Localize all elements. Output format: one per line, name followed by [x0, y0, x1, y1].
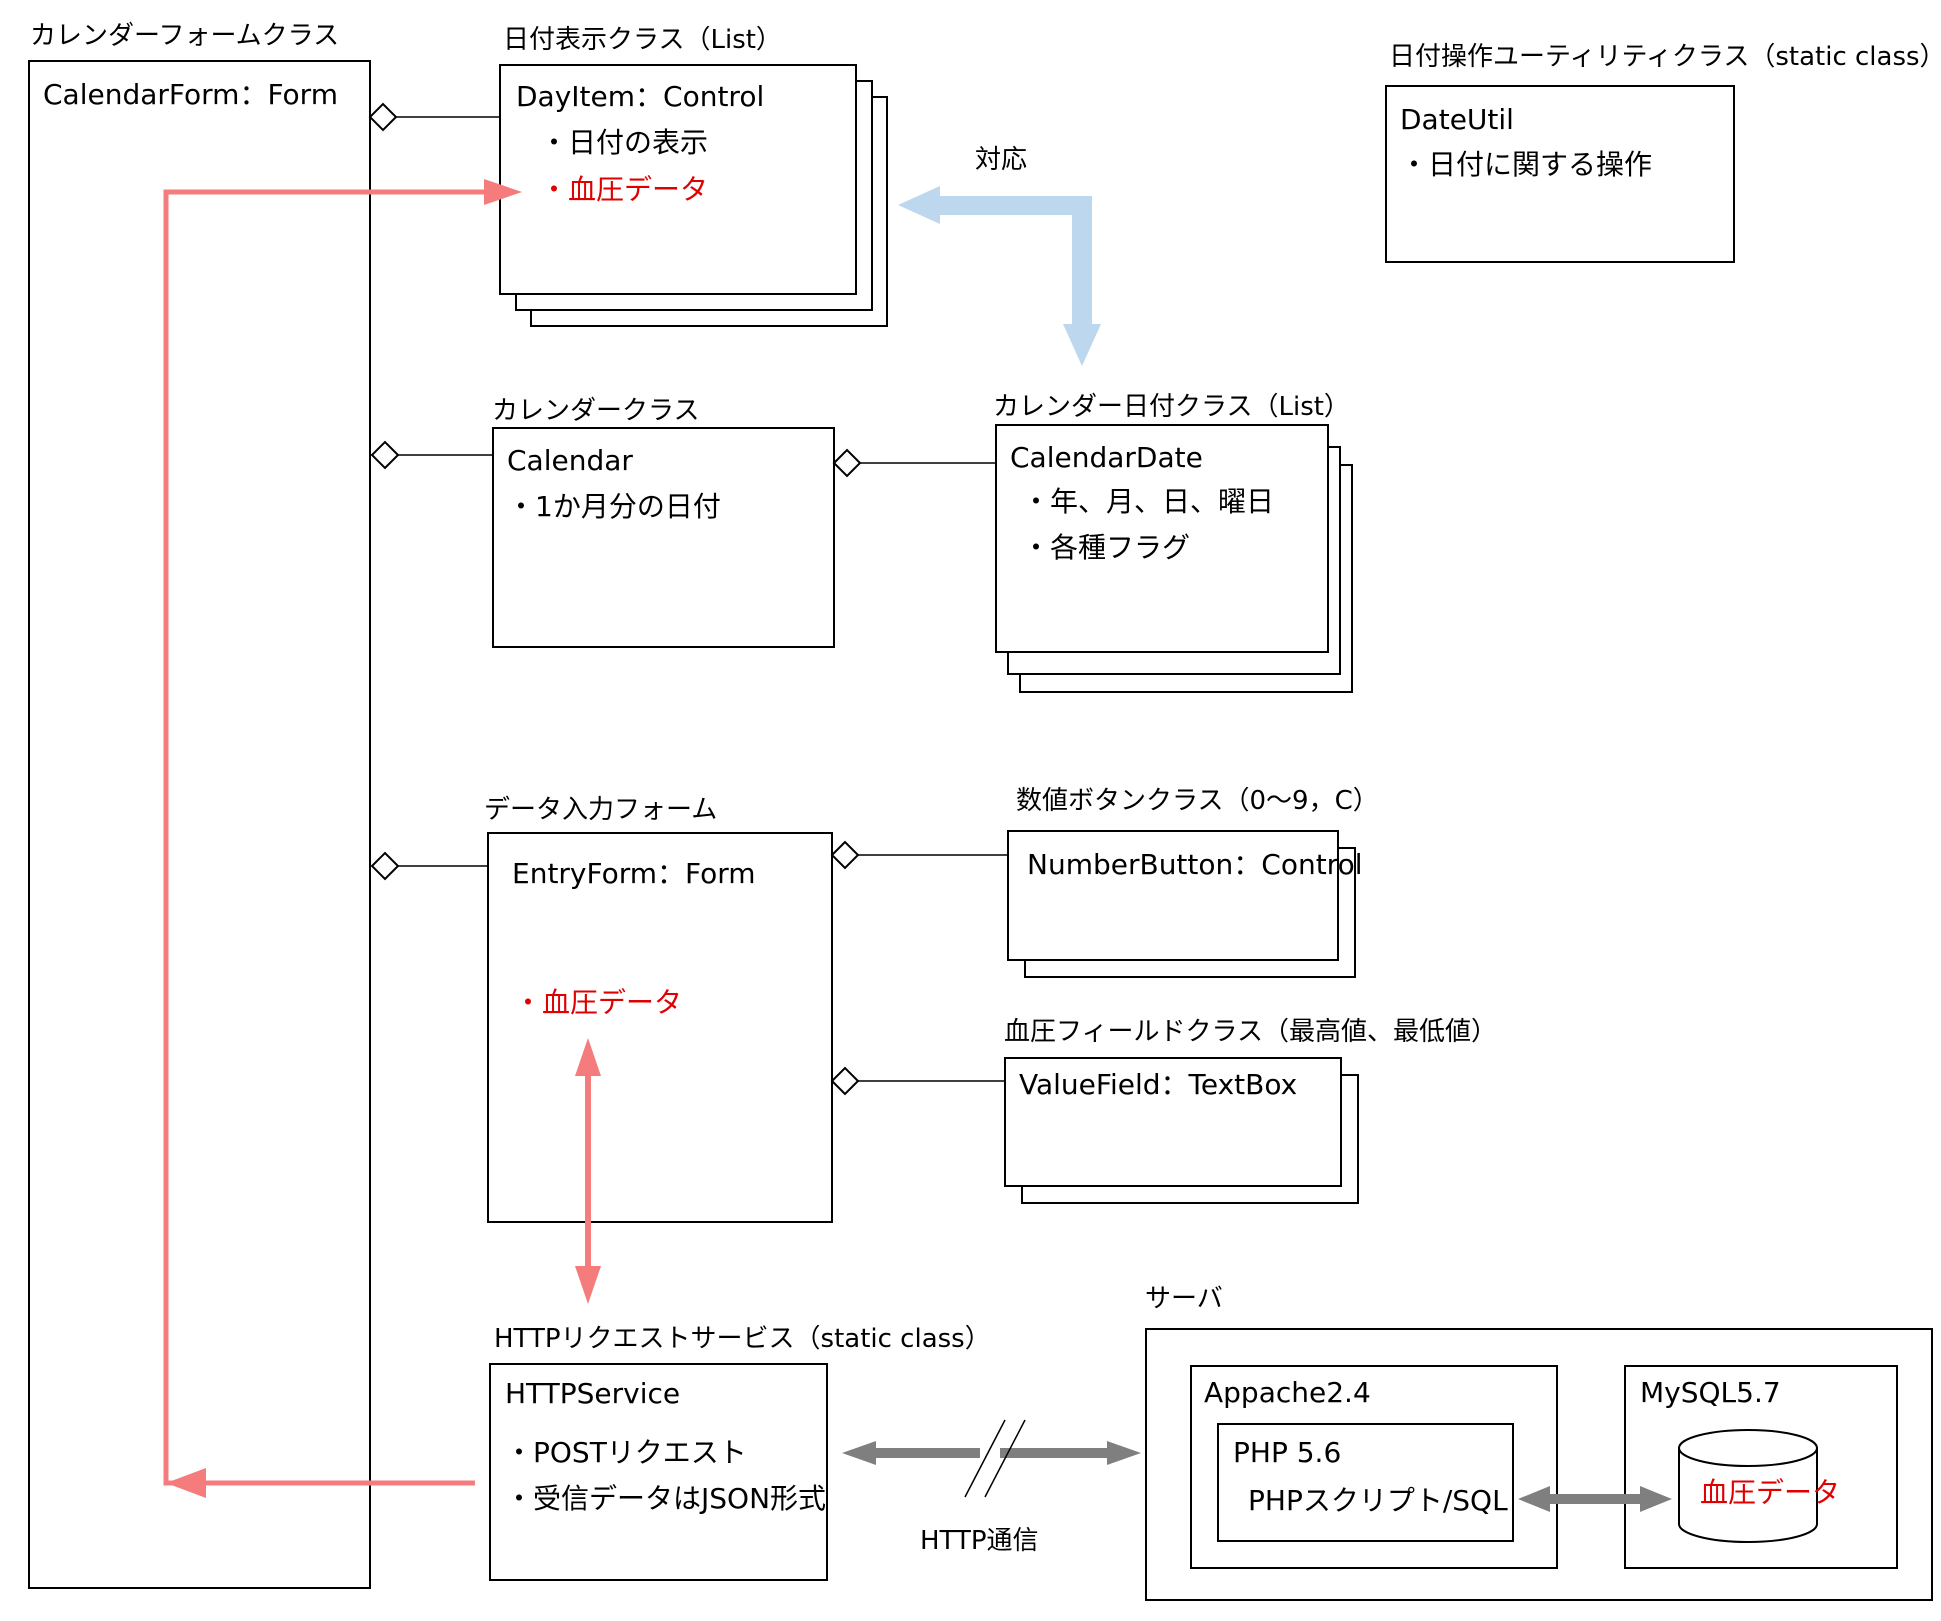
number-button-class: 数値ボタンクラス（0～9，C） NumberButton：Control [1007, 786, 1379, 978]
aggregation-number-button [830, 840, 1008, 870]
blood-pressure-flow-arrow [163, 179, 522, 1498]
calendar-date-member-2: ・各種フラグ [1022, 531, 1190, 564]
server-caption: サーバ [1145, 1284, 1223, 1314]
entry-form-red-member: ・血圧データ [514, 986, 682, 1019]
http-service-member-2: ・受信データはJSON形式 [505, 1482, 826, 1515]
day-item-member: ・日付の表示 [540, 126, 708, 159]
date-util-member: ・日付に関する操作 [1400, 148, 1652, 181]
day-item-box [499, 64, 857, 295]
calendar-date-box [995, 424, 1329, 653]
value-field-caption: 血圧フィールドクラス（最高値、最低値） [1004, 1017, 1497, 1047]
calendar-box [492, 427, 835, 648]
aggregation-value-field [830, 1066, 1005, 1096]
number-button-caption: 数値ボタンクラス（0～9，C） [1016, 786, 1379, 816]
http-communication-label: HTTP通信 [920, 1526, 1039, 1556]
mysql-label: MySQL5.7 [1640, 1376, 1781, 1409]
calendar-name: Calendar [507, 444, 633, 477]
entry-http-double-arrow [575, 1038, 601, 1304]
entry-form-caption: データ入力フォーム [484, 795, 717, 825]
network-break-icon [964, 1419, 1026, 1498]
server-group: サーバ Appache2.4 PHP 5.6 PHPスクリプト/SQL MySQ… [1145, 1284, 1933, 1601]
php-mysql-arrow [1518, 1486, 1672, 1512]
calendar-class: カレンダークラス Calendar ・1か月分の日付 [492, 396, 835, 648]
calendar-form-box [28, 60, 371, 1589]
entry-form-class: データ入力フォーム EntryForm：Form ・血圧データ [484, 795, 833, 1223]
aggregation-entry-form [370, 851, 488, 881]
calendar-date-caption: カレンダー日付クラス（List） [993, 392, 1350, 422]
http-service-member-1: ・POSTリクエスト [505, 1436, 747, 1469]
php-version-label: PHP 5.6 [1233, 1436, 1341, 1469]
entry-form-name: EntryForm：Form [512, 857, 756, 890]
day-item-red-member: ・血圧データ [540, 173, 708, 206]
aggregation-calendar-date [832, 448, 996, 478]
entry-form-box [487, 832, 833, 1223]
value-field-class: 血圧フィールドクラス（最高値、最低値） ValueField：TextBox [1004, 1017, 1497, 1204]
calendar-date-class: カレンダー日付クラス（List） CalendarDate ・年、月、日、曜日 … [993, 392, 1353, 693]
day-item-class: 日付表示クラス（List） DayItem：Control ・日付の表示 ・血圧… [499, 25, 888, 327]
aggregation-calendar [370, 440, 493, 470]
number-button-box [1007, 830, 1339, 961]
calendar-date-name: CalendarDate [1010, 441, 1203, 474]
calendar-form-name: CalendarForm：Form [43, 78, 338, 111]
value-field-name: ValueField：TextBox [1019, 1068, 1297, 1101]
date-util-name: DateUtil [1400, 103, 1514, 136]
correspondence-arrow [898, 186, 1101, 366]
http-service-class: HTTPリクエストサービス（static class） HTTPService … [489, 1324, 991, 1581]
number-button-name: NumberButton：Control [1027, 848, 1362, 881]
calendar-date-member-1: ・年、月、日、曜日 [1022, 485, 1274, 518]
database-cylinder-icon [1678, 1429, 1818, 1543]
date-util-caption: 日付操作ユーティリティクラス（static class） [1389, 42, 1941, 72]
http-service-caption: HTTPリクエストサービス（static class） [494, 1324, 991, 1354]
calendar-form-caption: カレンダーフォームクラス [30, 21, 339, 51]
php-box [1217, 1423, 1514, 1542]
calendar-form-class: カレンダーフォームクラス CalendarForm：Form [28, 21, 371, 1589]
date-util-class: 日付操作ユーティリティクラス（static class） DateUtil ・日… [1385, 42, 1941, 263]
correspondence-label: 対応 [975, 145, 1027, 175]
db-content-label: 血圧データ [1700, 1476, 1840, 1509]
day-item-name: DayItem：Control [516, 80, 764, 113]
php-script-label: PHPスクリプト/SQL [1248, 1484, 1508, 1517]
http-service-box [489, 1363, 828, 1581]
http-service-name: HTTPService [505, 1377, 680, 1410]
aggregation-day-item [368, 102, 500, 132]
calendar-member: ・1か月分の日付 [507, 490, 721, 523]
calendar-caption: カレンダークラス [492, 396, 699, 426]
value-field-box [1004, 1057, 1342, 1187]
day-item-caption: 日付表示クラス（List） [503, 25, 782, 55]
apache-label: Appache2.4 [1204, 1376, 1371, 1409]
http-communication-arrow [842, 1419, 1141, 1498]
date-util-box [1385, 85, 1735, 263]
